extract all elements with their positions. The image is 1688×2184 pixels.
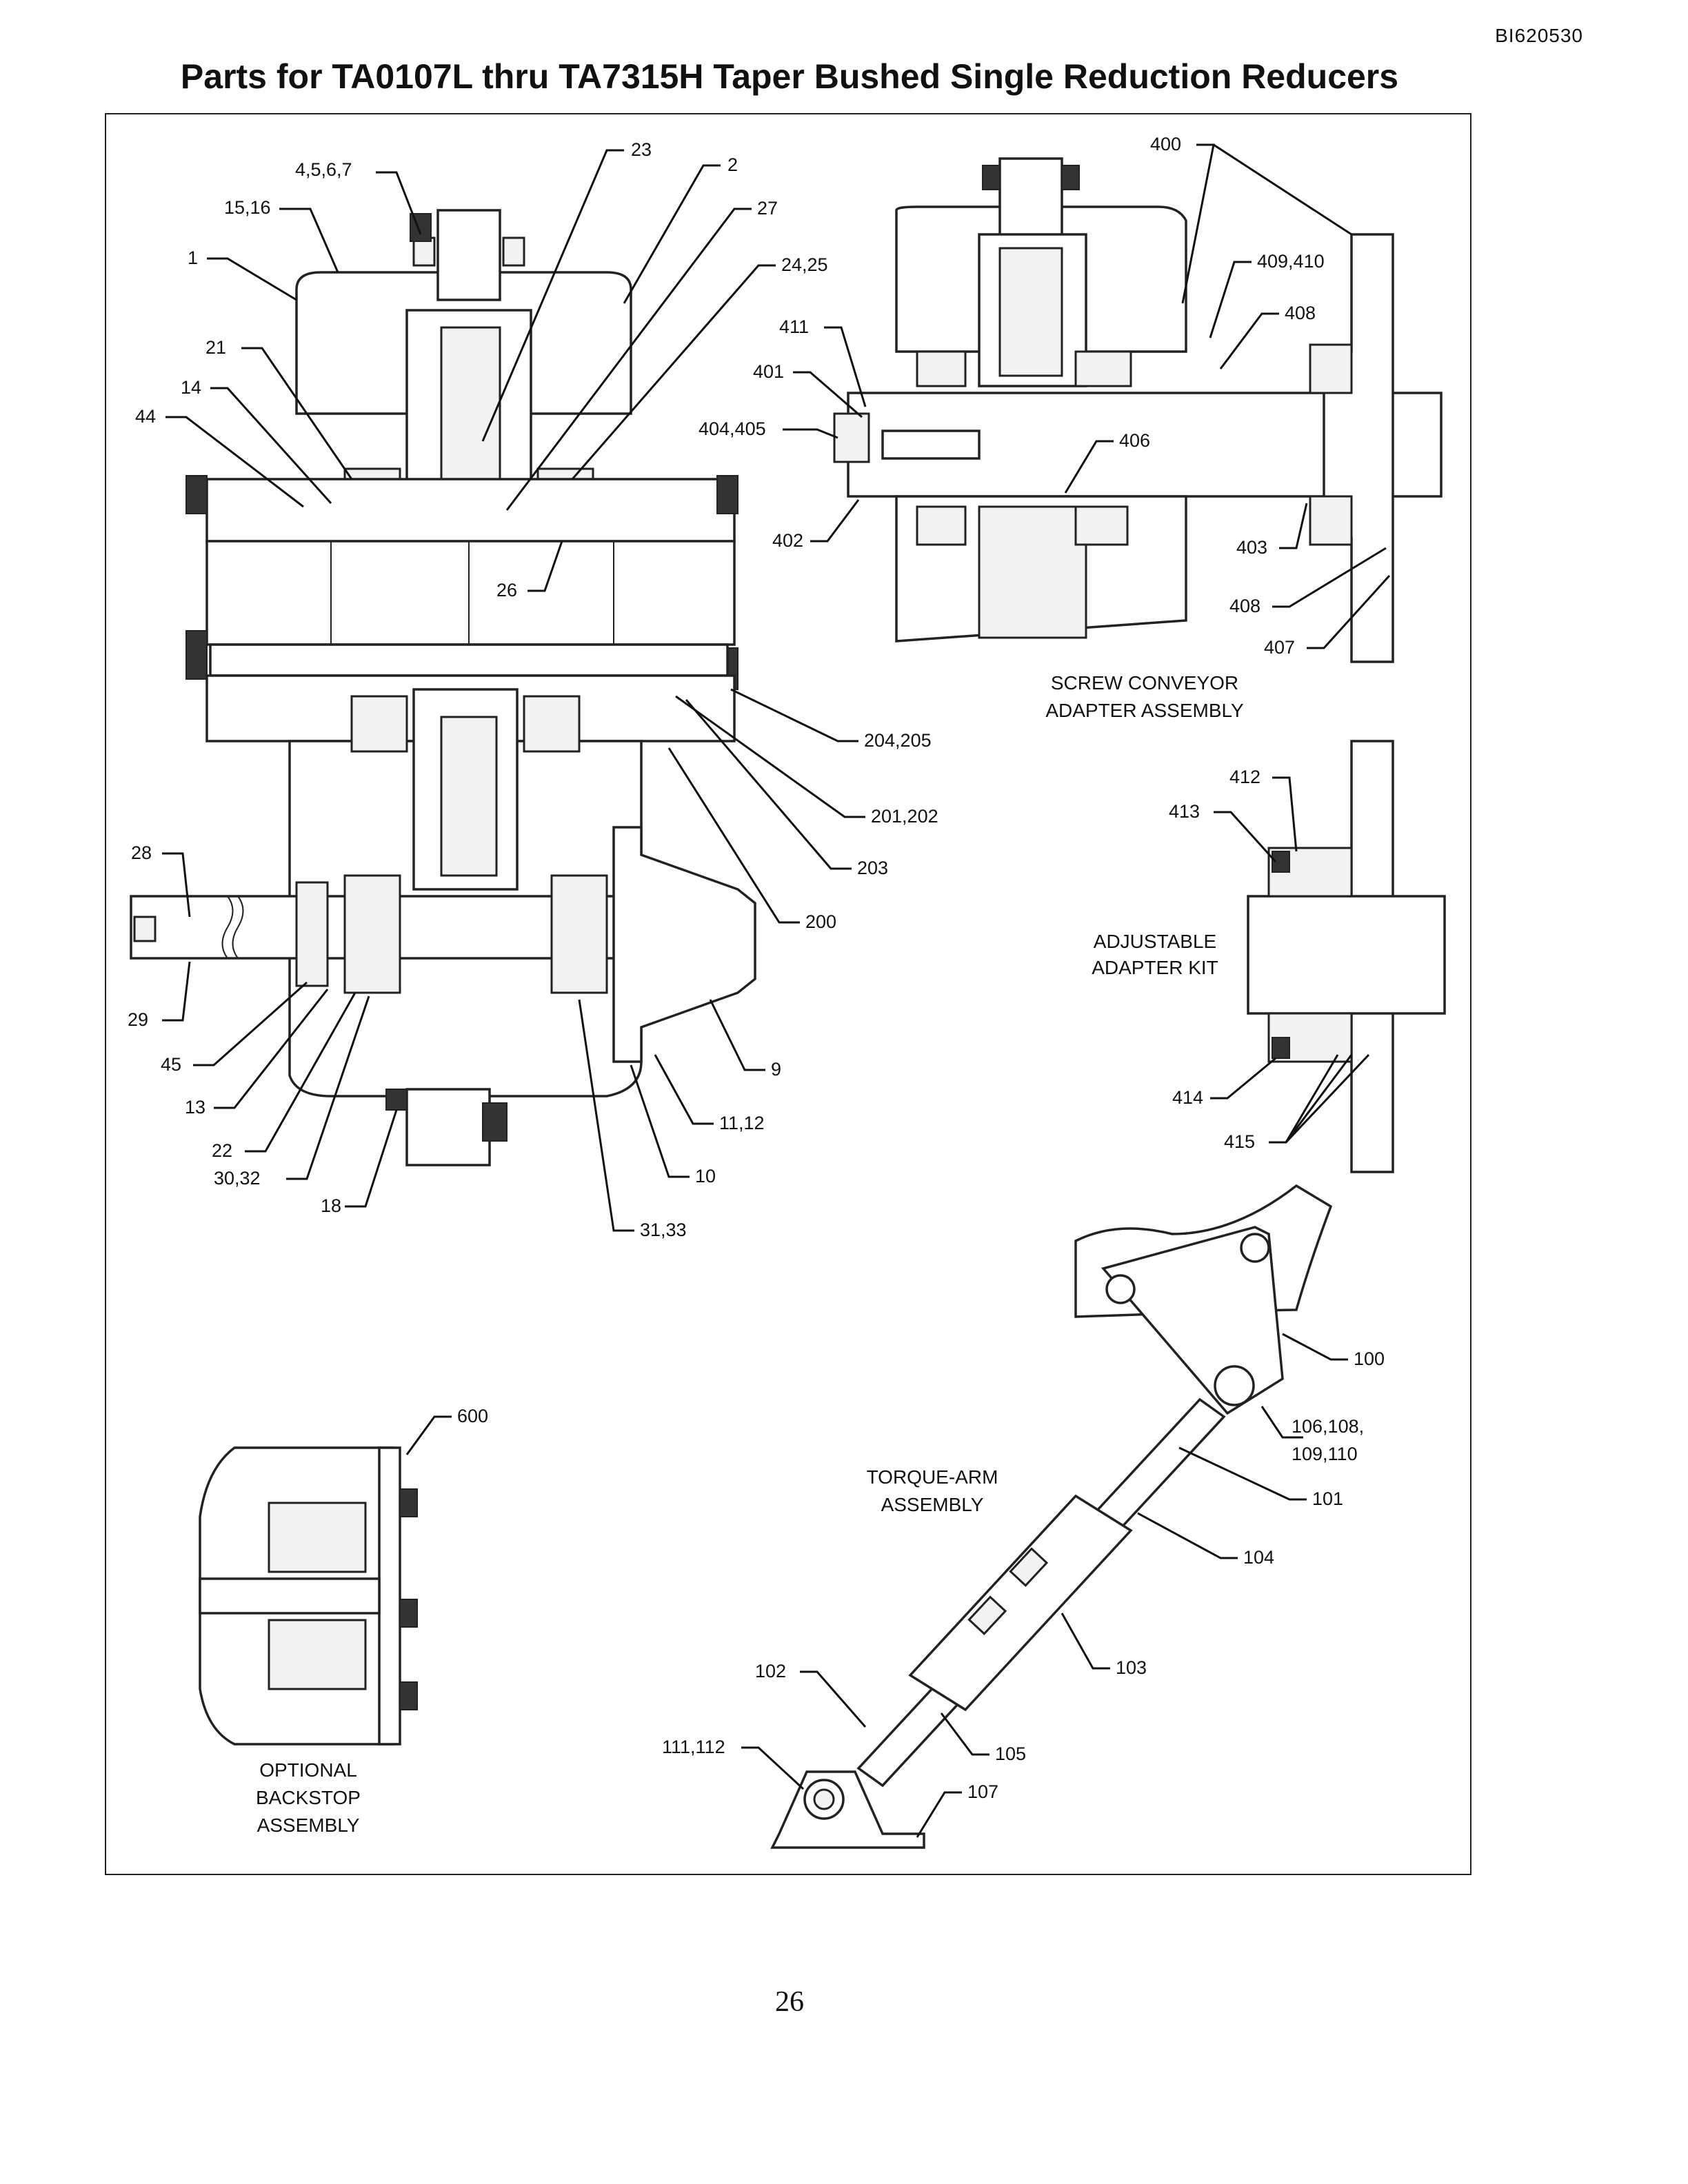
caption-backstop-line2: BACKSTOP [256,1787,361,1808]
callout-401: 401 [753,361,784,382]
callout-404-405: 404,405 [699,418,766,439]
backstop-drawing [199,1446,418,1746]
caption-screw-conveyor-line2: ADAPTER ASSEMBLY [1045,700,1244,721]
callout-412: 412 [1229,767,1260,787]
callout-14: 14 [181,377,201,398]
callout-600: 600 [457,1406,488,1426]
adjustable-adapter-drawing [1247,740,1446,1173]
callout-409-410: 409,410 [1257,251,1325,272]
callout-13: 13 [185,1097,205,1118]
callout-104: 104 [1243,1547,1274,1568]
caption-adjustable-line2: ADAPTER KIT [1092,957,1218,978]
callout-31-33: 31,33 [640,1220,687,1240]
screw-conveyor-adapter-drawing [833,157,1443,663]
callout-leaders [162,143,1391,1838]
callout-109-110: 109,110 [1292,1444,1358,1464]
page-title: Parts for TA0107L thru TA7315H Taper Bus… [180,57,1399,96]
callout-30-32: 30,32 [214,1168,261,1189]
page-number: 26 [775,1986,804,2018]
caption-backstop-line1: OPTIONAL [259,1759,357,1781]
callout-101: 101 [1312,1488,1343,1509]
caption-adjustable-line1: ADJUSTABLE [1094,931,1216,952]
callout-203: 203 [857,858,888,878]
callout-labels: 4,5,6,7 15,16 1 21 14 44 23 2 27 24,25 2… [128,134,1385,1802]
callout-402: 402 [772,530,803,551]
callout-21: 21 [205,337,226,358]
callout-100: 100 [1354,1348,1385,1369]
callout-403: 403 [1236,537,1267,558]
callout-102: 102 [755,1661,786,1681]
callout-411: 411 [779,316,809,337]
callout-15-16: 15,16 [224,197,271,218]
callout-408-bottom: 408 [1229,596,1260,616]
callout-45: 45 [161,1054,181,1075]
callout-24-25: 24,25 [781,254,828,275]
callout-10: 10 [695,1166,716,1186]
callout-103: 103 [1116,1657,1147,1678]
callout-29: 29 [128,1009,148,1030]
callout-414: 414 [1172,1087,1203,1108]
callout-111-112: 111,112 [662,1737,725,1757]
torque-arm-drawing [770,1184,1333,1849]
callout-408-top: 408 [1285,303,1316,323]
caption-backstop-line3: ASSEMBLY [257,1814,360,1836]
caption-torque-arm-line1: TORQUE-ARM [867,1466,998,1488]
callout-415: 415 [1224,1131,1255,1152]
callout-44: 44 [135,406,156,427]
drawing-frame [105,113,1471,1875]
callout-204-205: 204,205 [864,730,932,751]
callout-407: 407 [1264,637,1295,658]
callout-406: 406 [1119,430,1150,451]
document-code: BI620530 [1495,25,1583,46]
caption-torque-arm-line2: ASSEMBLY [881,1494,984,1515]
callout-22: 22 [212,1140,232,1161]
main-reducer-drawing [130,209,756,1166]
assembly-captions: SCREW CONVEYOR ADAPTER ASSEMBLY ADJUSTAB… [256,672,1244,1836]
callout-106-108: 106,108, [1292,1416,1364,1437]
callout-26: 26 [496,580,517,600]
callout-18: 18 [321,1195,341,1216]
callout-28: 28 [131,842,152,863]
callout-23: 23 [631,139,652,160]
caption-screw-conveyor-line1: SCREW CONVEYOR [1051,672,1238,694]
callout-11-12: 11,12 [719,1113,765,1133]
callout-1: 1 [188,247,198,268]
callout-9: 9 [771,1059,781,1080]
callout-105: 105 [995,1743,1026,1764]
callout-200: 200 [805,911,836,932]
callout-400: 400 [1150,134,1181,154]
callout-2: 2 [727,154,738,175]
callout-27: 27 [757,198,778,219]
callout-4-5-6-7: 4,5,6,7 [295,159,352,180]
callout-107: 107 [967,1781,998,1802]
callout-201-202: 201,202 [871,806,938,827]
callout-413: 413 [1169,801,1200,822]
